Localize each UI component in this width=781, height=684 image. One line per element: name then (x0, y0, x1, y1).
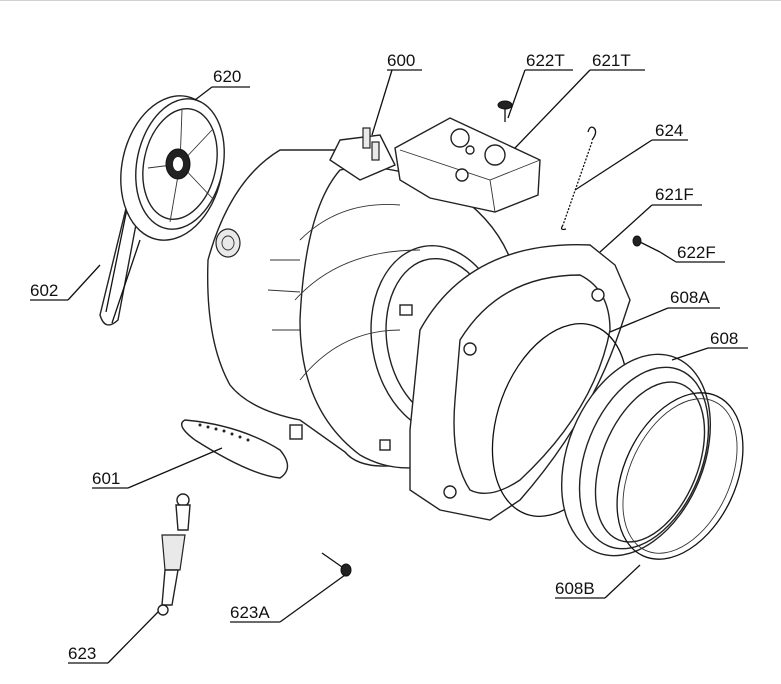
label-622F: 622F (677, 243, 716, 262)
label-621F: 621F (655, 185, 694, 204)
part-labels: 600 620 622T 621T 624 621F 622F 608A 608… (30, 51, 738, 663)
spring-624 (560, 126, 597, 231)
label-621T: 621T (592, 51, 631, 70)
label-623A: 623A (230, 603, 270, 622)
label-622T: 622T (526, 51, 565, 70)
tub-bracket-600 (329, 127, 396, 181)
label-601: 601 (92, 469, 120, 488)
shock-absorber-623 (157, 493, 191, 616)
label-624: 624 (655, 121, 683, 140)
clamp-ring-608B (616, 392, 744, 560)
top-border (0, 0, 781, 1)
label-608B: 608B (555, 579, 595, 598)
label-608A: 608A (670, 288, 710, 307)
screw-622F (632, 235, 661, 253)
heater-601 (181, 419, 289, 479)
top-weight-621T (394, 117, 541, 213)
pulley-620 (111, 95, 225, 324)
label-602: 602 (30, 281, 58, 300)
label-620: 620 (213, 67, 241, 86)
label-600: 600 (387, 51, 415, 70)
label-608: 608 (710, 329, 738, 348)
pin-623A (321, 552, 352, 577)
label-623: 623 (68, 644, 96, 663)
leader-lines (30, 69, 748, 664)
